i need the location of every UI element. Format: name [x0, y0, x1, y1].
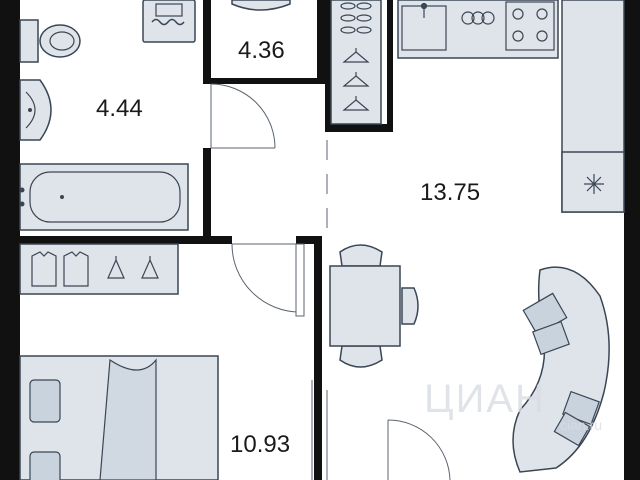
- room-area-bathroom: 4.44: [96, 95, 143, 122]
- bedroom-door[interactable]: [231, 243, 305, 317]
- wardrobe-left-wall: [325, 0, 331, 132]
- chair-icon: [339, 244, 383, 267]
- hanger-icon: [342, 48, 370, 111]
- room-area-toilet: 4.36: [238, 37, 285, 64]
- shirt-icon: [31, 251, 89, 287]
- right-outer-wall: [624, 0, 640, 480]
- wardrobe-wall-right: [387, 0, 393, 132]
- room-area-kitchen-living: 13.75: [420, 179, 480, 206]
- watermark-text: ЦИАН: [424, 377, 546, 421]
- bathtub-icon: [19, 163, 189, 231]
- hanger-icon: [107, 256, 159, 279]
- bathroom: 4.44: [19, 0, 196, 231]
- toilet-icon: [19, 19, 81, 63]
- sofa-icon: [512, 266, 610, 473]
- shoes-icon: [340, 2, 372, 34]
- dishes-icon: [461, 11, 495, 25]
- wall-shelf-icon: [231, 0, 291, 11]
- toilet-room: 4.36: [231, 0, 291, 64]
- chair-icon: [401, 287, 419, 325]
- toilet-wall-stub: [203, 78, 323, 84]
- sink-icon: [19, 79, 52, 141]
- watermark: ЦИАН cian.ru: [424, 377, 602, 433]
- wardrobe-wall-bottom: [329, 124, 393, 132]
- watermark-subtext: cian.ru: [560, 417, 602, 433]
- cooktop-icon: [505, 1, 555, 51]
- bedroom-right-wall: [314, 236, 322, 480]
- washing-machine-icon: [142, 0, 196, 43]
- kitchen-sink-icon: [401, 2, 447, 51]
- fridge-icon: [561, 151, 625, 213]
- bed-icon: [19, 355, 219, 480]
- bath-wall-lower: [203, 148, 211, 244]
- room-area-bedroom: 10.93: [230, 431, 290, 458]
- dining-table: [329, 244, 419, 368]
- toilet-right-wall: [317, 0, 325, 84]
- chair-icon: [339, 345, 383, 368]
- table-icon: [329, 265, 401, 347]
- corridor-wall-stub: [296, 236, 320, 244]
- left-outer-wall: [0, 0, 20, 480]
- bathroom-door[interactable]: [210, 83, 276, 149]
- kitchen-counter: [397, 0, 559, 59]
- kitchen: [397, 0, 625, 213]
- bath-bedroom-wall: [20, 236, 232, 244]
- bedroom: 10.93: [19, 243, 290, 480]
- bath-wall-upper: [203, 0, 211, 84]
- wardrobe: [330, 0, 382, 125]
- entrance-door[interactable]: [387, 419, 451, 480]
- sliding-door[interactable]: [311, 380, 328, 480]
